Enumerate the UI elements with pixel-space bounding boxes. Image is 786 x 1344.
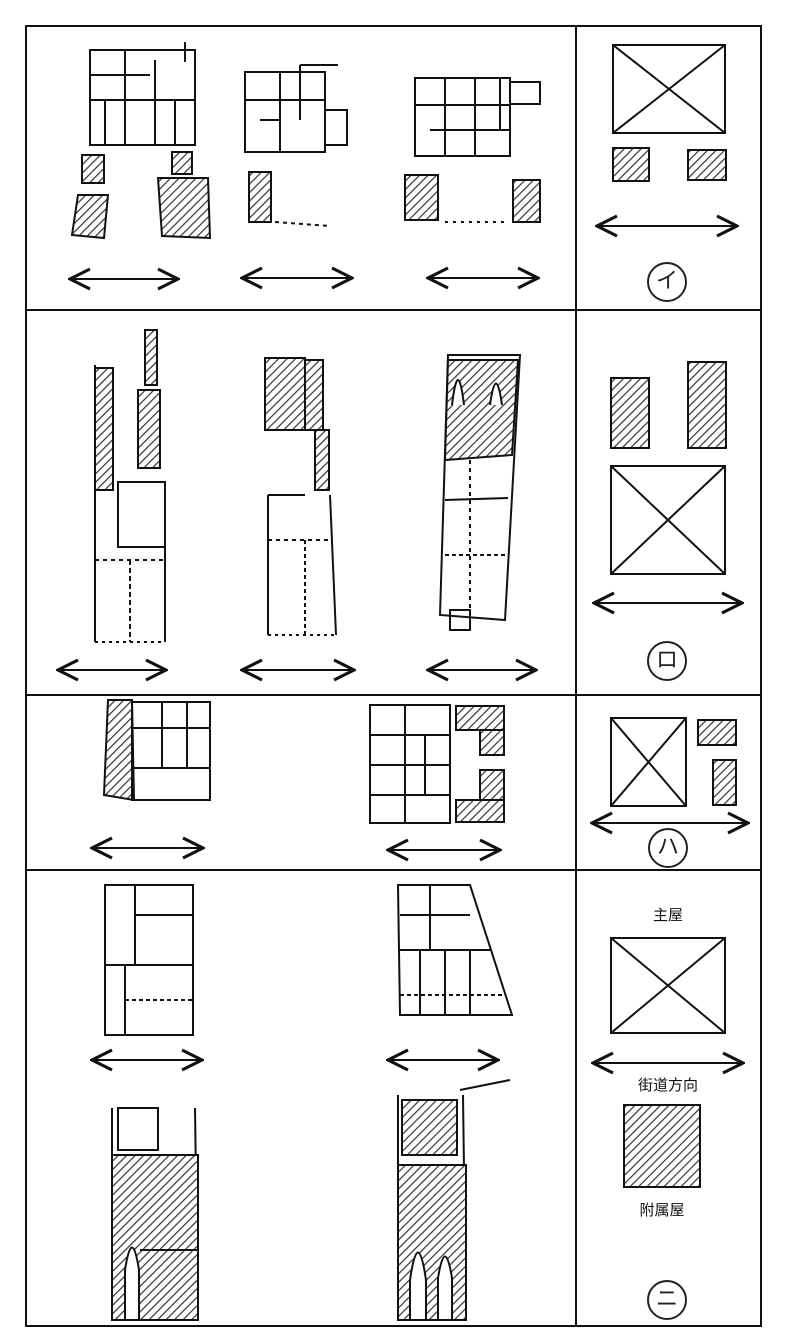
annex-symbol: [687, 361, 727, 449]
row-3-arrows: [92, 848, 500, 850]
floor-plan: [244, 64, 348, 227]
row-marker-i: イ: [647, 262, 687, 302]
legend-annex-label: 附属屋: [639, 1201, 685, 1219]
annex-symbol: [697, 719, 737, 746]
row-marker-ni: ニ: [647, 1280, 687, 1320]
annex-symbol: [687, 149, 727, 181]
annex-symbol: [623, 1104, 701, 1188]
row-1-arrows: [70, 278, 538, 279]
row-1-plans: [70, 42, 541, 240]
floor-plan: [70, 42, 212, 240]
legend-street-direction-label: 街道方向: [637, 1076, 698, 1094]
table-grid: [25, 25, 762, 1327]
row-2-plans: [94, 329, 522, 643]
annex-symbol: [712, 759, 737, 806]
row-4-schematic: [593, 937, 743, 1188]
row-1-schematic: [597, 44, 737, 226]
row-4-plans: [104, 884, 514, 1321]
row-3-plans: [102, 699, 505, 824]
floor-plan: [264, 357, 337, 636]
floor-plan: [94, 329, 166, 643]
floor-plan: [404, 77, 541, 223]
legend-main-building-label: 主屋: [652, 906, 683, 924]
annex-symbol: [612, 147, 650, 182]
row-marker-ha: ハ: [648, 828, 688, 868]
main-building-symbol: [612, 44, 726, 134]
floor-plan: [438, 354, 522, 631]
floor-plan: [104, 884, 194, 1036]
floor-plan: [396, 884, 514, 1016]
row-marker-ro: ロ: [647, 641, 687, 681]
floor-plan: [102, 699, 211, 802]
floor-plan: [369, 704, 505, 824]
row-2-schematic: [594, 361, 742, 603]
floor-plan: [111, 1107, 199, 1321]
main-building-symbol: [610, 717, 687, 807]
main-building-symbol: [610, 937, 726, 1034]
annex-symbol: [610, 377, 650, 449]
main-building-symbol: [610, 465, 726, 575]
row-3-schematic: [592, 717, 748, 823]
floor-plan: [397, 1079, 511, 1321]
